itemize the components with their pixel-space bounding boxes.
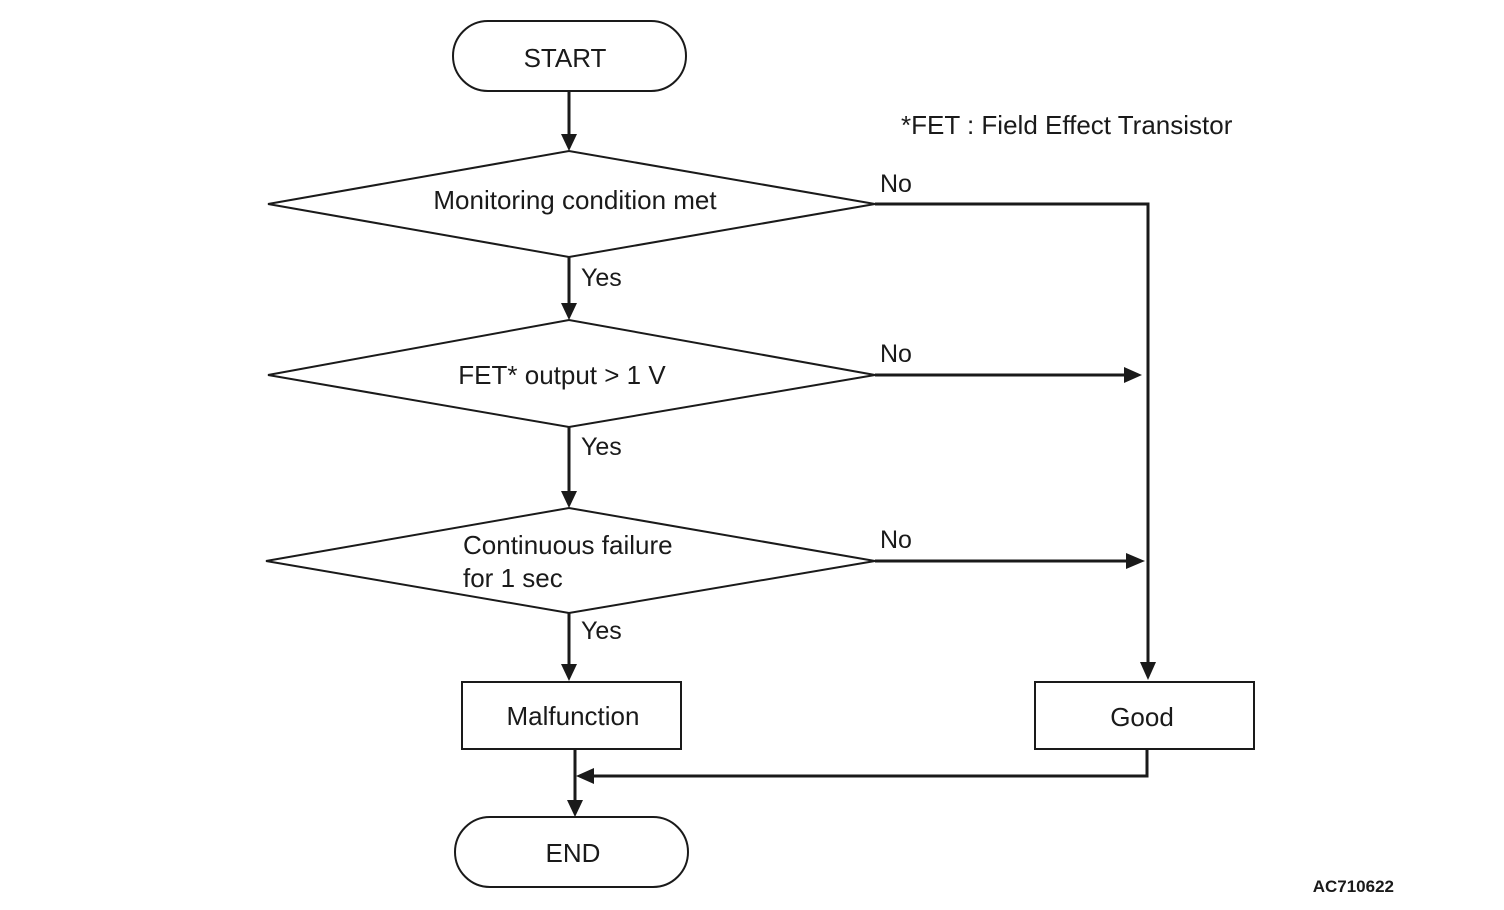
arrowhead: [576, 768, 594, 784]
arrowhead: [561, 303, 577, 320]
decision-monitoring-condition: Monitoring condition met: [267, 149, 876, 259]
end-node: END: [454, 816, 689, 888]
figure-code: AC710622: [1313, 877, 1394, 896]
no-label-decision-2: No: [880, 340, 912, 368]
arrowhead: [1126, 553, 1145, 569]
connector-good-to-end: [592, 749, 1149, 778]
arrowhead: [567, 800, 583, 817]
arrowhead: [1140, 662, 1156, 680]
decision-monitoring-condition-label: Monitoring condition met: [433, 185, 717, 215]
yes-label-decision-1: Yes: [581, 264, 622, 292]
decision-continuous-failure-line-2: for 1 sec: [463, 563, 563, 593]
end-label: END: [546, 838, 601, 868]
decision-continuous-failure-line-1: Continuous failure: [463, 530, 673, 560]
footnote-text: *FET : Field Effect Transistor: [901, 110, 1233, 140]
decision-continuous-failure: Continuous failure for 1 sec: [265, 506, 876, 615]
decision-fet-output-label: FET* output > 1 V: [458, 360, 666, 390]
arrowhead: [561, 491, 577, 508]
yes-label-decision-2: Yes: [581, 433, 622, 461]
yes-label-decision-3: Yes: [581, 617, 622, 645]
good-box: Good: [1034, 681, 1255, 750]
good-label: Good: [1110, 702, 1174, 732]
start-label: START: [524, 43, 607, 73]
no-label-decision-1: No: [880, 170, 912, 198]
arrowhead: [1124, 367, 1142, 383]
malfunction-label: Malfunction: [507, 701, 640, 731]
arrowhead: [561, 664, 577, 681]
no-label-decision-3: No: [880, 526, 912, 554]
malfunction-box: Malfunction: [461, 681, 682, 750]
start-node: START: [452, 20, 687, 92]
decision-fet-output: FET* output > 1 V: [267, 318, 876, 429]
connector-decision-1-no: [875, 202, 1150, 663]
arrowhead: [561, 134, 577, 151]
